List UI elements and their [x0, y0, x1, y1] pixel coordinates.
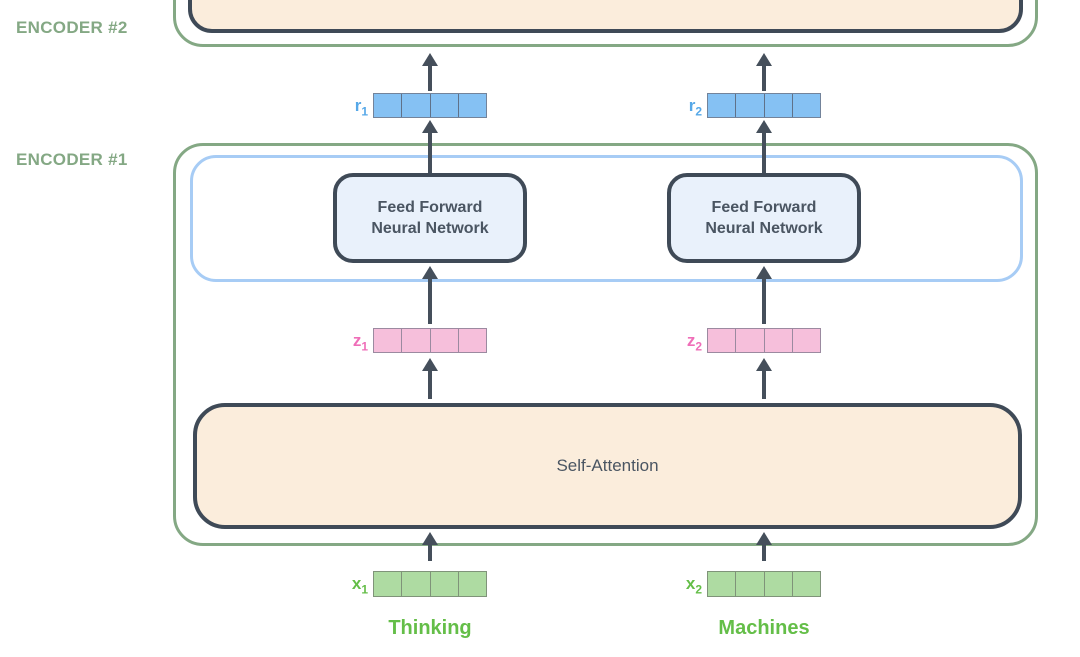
vector-cell [708, 94, 735, 117]
arrow-shaft [428, 133, 432, 173]
arrow-z2-to-ff2 [756, 266, 772, 324]
vector-cell [457, 572, 486, 596]
arrow-x1-to-self-attention [422, 532, 438, 561]
self-attention-label: Self-Attention [556, 456, 659, 475]
vector-cell [429, 94, 458, 117]
self-attention-box: Self-Attention [193, 403, 1022, 529]
arrow-r1-to-encoder2 [422, 53, 438, 91]
encoder-1-label: ENCODER #1 [16, 150, 128, 169]
arrow-ff1-to-r1 [422, 120, 438, 173]
encoder-2-inner-box [188, 0, 1023, 33]
encoder-1-inner-outline [190, 155, 1023, 282]
arrow-self-attention-to-z2 [756, 358, 772, 399]
vector-cell [374, 572, 401, 596]
arrow-r2-to-encoder2 [756, 53, 772, 91]
vector-cell [735, 572, 763, 596]
arrowhead-icon [422, 532, 438, 545]
vector-cell [401, 572, 429, 596]
arrow-shaft [762, 133, 766, 173]
vector-z1 [373, 328, 487, 353]
arrow-self-attention-to-z1 [422, 358, 438, 399]
vector-z2-label: z2 [686, 331, 702, 354]
arrowhead-icon [756, 358, 772, 371]
arrowhead-icon [422, 266, 438, 279]
arrow-x2-to-self-attention [756, 532, 772, 561]
arrow-shaft [428, 66, 432, 91]
vector-cell [735, 94, 763, 117]
vector-x1-label: x1 [351, 574, 368, 597]
arrowhead-icon [756, 266, 772, 279]
vector-x2-label: x2 [685, 574, 702, 597]
arrowhead-icon [422, 120, 438, 133]
arrowhead-icon [756, 532, 772, 545]
arrow-shaft [762, 279, 766, 324]
vector-cell [457, 94, 486, 117]
vector-cell [708, 329, 735, 352]
vector-r1 [373, 93, 487, 118]
vector-r1-label: r1 [354, 96, 368, 119]
vector-cell [791, 94, 820, 117]
vector-cell [791, 329, 820, 352]
encoder-2-outline [173, 0, 1038, 47]
arrowhead-icon [422, 53, 438, 66]
vector-x2 [707, 571, 821, 597]
vector-r2-label: r2 [688, 96, 702, 119]
vector-z1-label: z1 [352, 331, 368, 354]
vector-cell [763, 572, 792, 596]
arrow-shaft [428, 279, 432, 324]
vector-cell [763, 329, 792, 352]
arrow-shaft [428, 371, 432, 399]
arrow-shaft [762, 371, 766, 399]
arrow-z1-to-ff1 [422, 266, 438, 324]
arrow-shaft [762, 66, 766, 91]
feed-forward-box-1: Feed Forward Neural Network [333, 173, 527, 263]
input-word-thinking: Thinking [388, 617, 472, 639]
arrowhead-icon [756, 120, 772, 133]
arrow-ff2-to-r2 [756, 120, 772, 173]
feed-forward-label-line1: Feed Forward [377, 199, 483, 216]
vector-x1 [373, 571, 487, 597]
arrow-shaft [428, 545, 432, 561]
vector-cell [735, 329, 763, 352]
encoder-1-outline [173, 143, 1038, 546]
vector-cell [374, 329, 401, 352]
feed-forward-label-line2: Neural Network [705, 220, 823, 237]
feed-forward-label-line2: Neural Network [371, 220, 489, 237]
vector-cell [457, 329, 486, 352]
vector-cell [374, 94, 401, 117]
vector-r2 [707, 93, 821, 118]
vector-cell [429, 329, 458, 352]
feed-forward-box-2: Feed Forward Neural Network [667, 173, 861, 263]
arrowhead-icon [422, 358, 438, 371]
vector-cell [791, 572, 820, 596]
arrow-shaft [762, 545, 766, 561]
vector-cell [401, 94, 429, 117]
vector-cell [708, 572, 735, 596]
input-word-machines: Machines [718, 617, 810, 639]
vector-z2 [707, 328, 821, 353]
vector-cell [763, 94, 792, 117]
arrowhead-icon [756, 53, 772, 66]
vector-cell [429, 572, 458, 596]
vector-cell [401, 329, 429, 352]
feed-forward-label-line1: Feed Forward [711, 199, 817, 216]
encoder-2-label: ENCODER #2 [16, 18, 128, 37]
